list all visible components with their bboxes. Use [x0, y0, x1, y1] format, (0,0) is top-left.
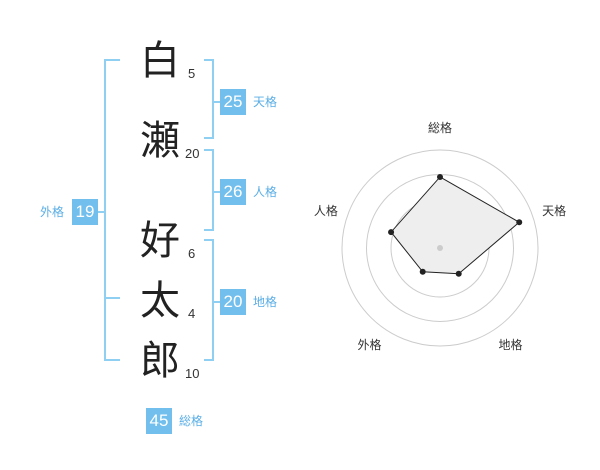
- soukaku-badge: 45: [146, 408, 172, 434]
- radar-center-dot: [437, 245, 443, 251]
- tenkaku-badge: 25: [220, 89, 246, 115]
- name-char-2: 瀬: [140, 118, 180, 164]
- gaikaku-badge: 19: [72, 199, 98, 225]
- radar-axis-label: 人格: [314, 203, 338, 218]
- stroke-count-2: 20: [185, 146, 200, 161]
- radar-point: [388, 229, 395, 236]
- name-char-1: 白: [140, 38, 180, 84]
- gaikaku-label: 外格: [40, 205, 65, 219]
- radar-point: [516, 219, 523, 226]
- stroke-count-1: 5: [188, 66, 196, 81]
- radar-axis-label: 天格: [542, 203, 566, 218]
- jinkaku-label: 人格: [253, 185, 278, 199]
- radar-axis-label: 総格: [428, 120, 452, 135]
- stroke-count-5: 10: [185, 366, 200, 381]
- radar-point: [437, 173, 443, 180]
- radar-area: [390, 176, 521, 275]
- chikaku-label: 地格: [253, 295, 278, 309]
- jinkaku-badge: 26: [220, 179, 246, 205]
- radar-grid-ring: [341, 149, 539, 347]
- tenkaku-label: 天格: [253, 95, 278, 109]
- radar-axis-label: 外格: [357, 337, 381, 352]
- stroke-count-3: 6: [188, 246, 196, 261]
- radar-point: [419, 268, 426, 275]
- name-char-4: 太: [140, 278, 180, 324]
- chikaku-badge: 20: [220, 289, 246, 315]
- name-char-3: 好: [140, 218, 180, 264]
- radar-point: [455, 270, 462, 277]
- stroke-count-4: 4: [188, 306, 196, 321]
- radar-axis-label: 地格: [499, 337, 523, 352]
- soukaku-label: 総格: [179, 414, 204, 428]
- name-char-5: 郎: [140, 338, 180, 384]
